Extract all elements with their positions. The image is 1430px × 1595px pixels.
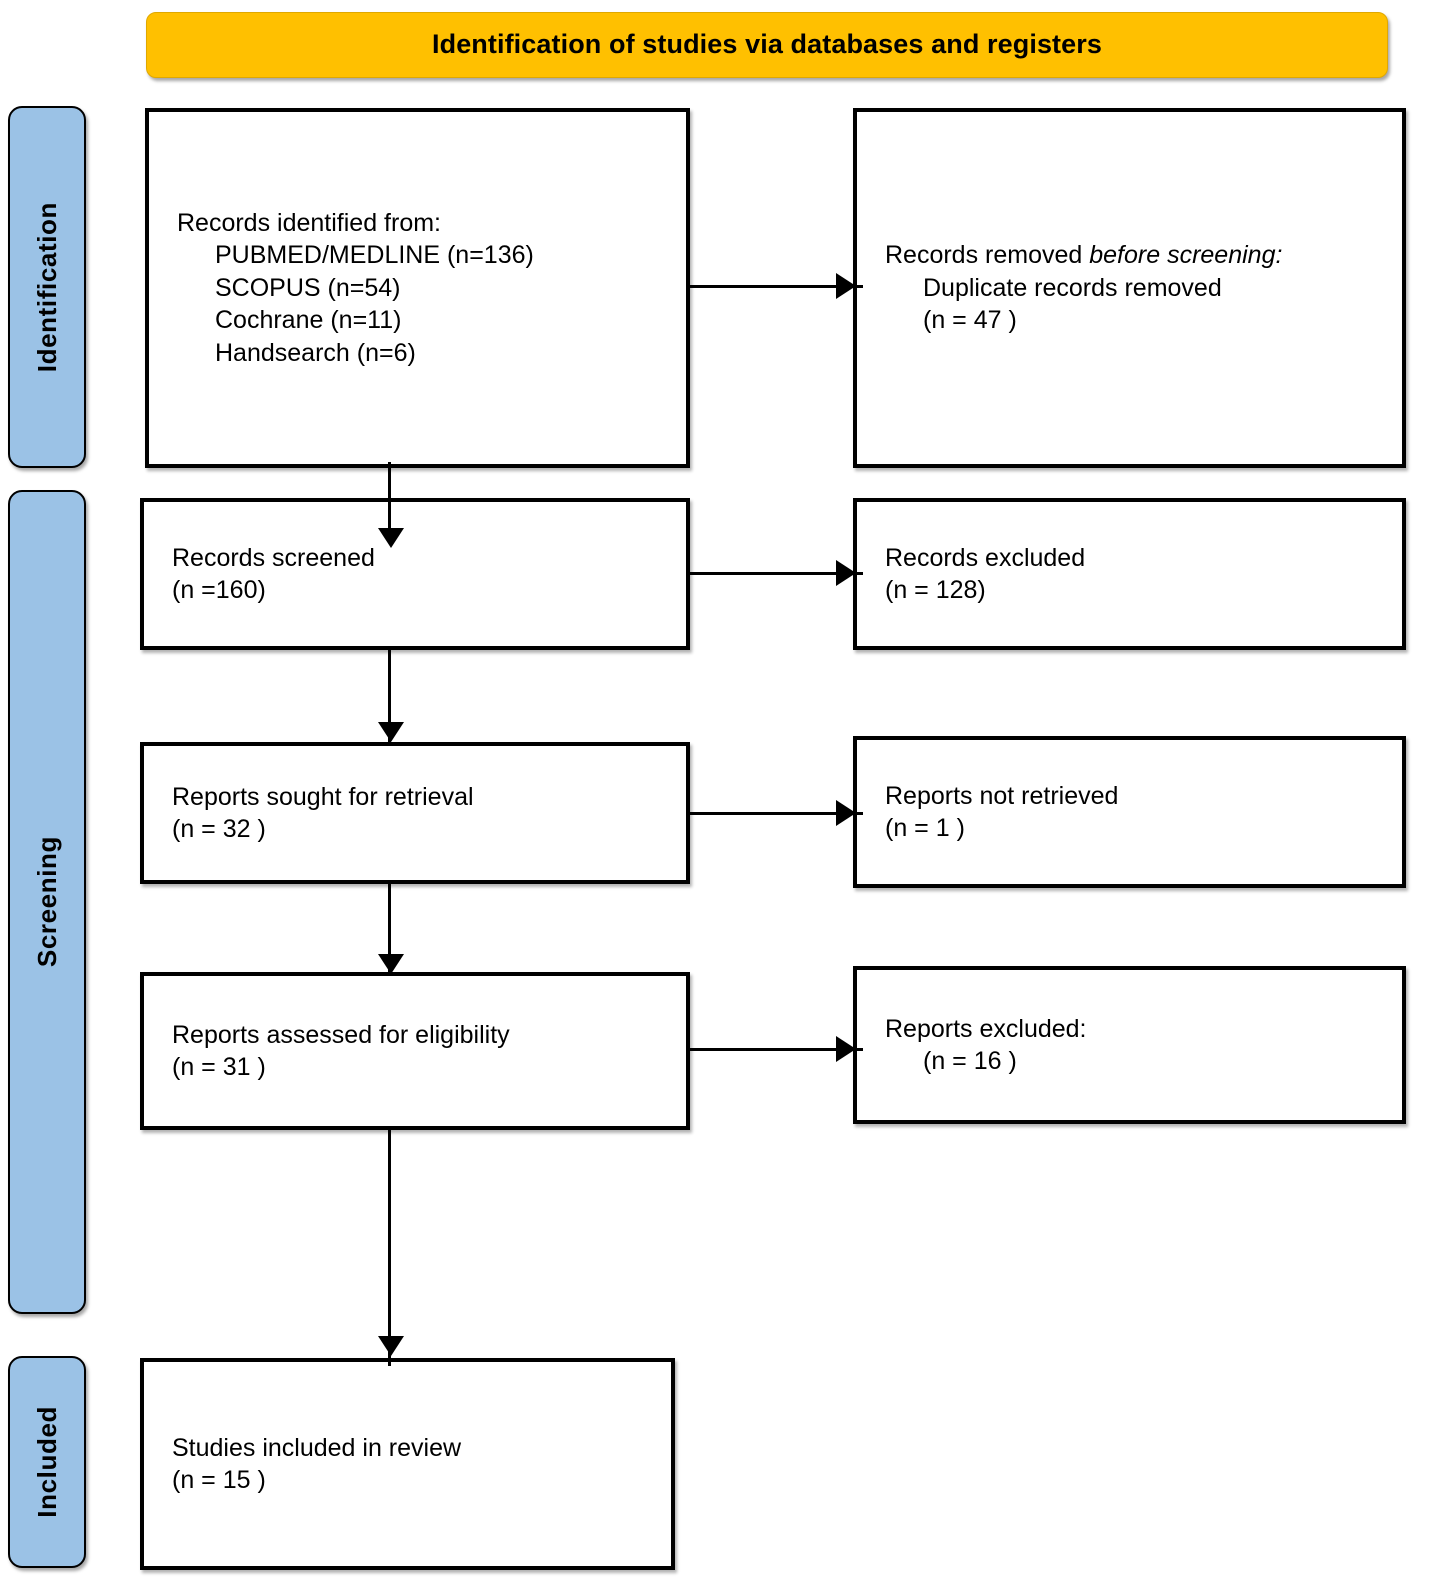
box-reports-sought-text: Reports sought for retrieval (n = 32 ) xyxy=(144,781,488,846)
box-records-removed-before-screening: Records removed before screening: Duplica… xyxy=(853,108,1406,468)
reports-assessed-count: (n = 31 ) xyxy=(172,1053,266,1081)
page-title: Identification of studies via databases … xyxy=(432,29,1102,60)
connector-sought-to-not-retrieved xyxy=(688,812,863,815)
box-records-screened: Records screened (n =160) xyxy=(140,498,690,650)
source-scopus: SCOPUS (n=54) xyxy=(215,273,401,302)
studies-included-label: Studies included in review xyxy=(172,1433,462,1462)
reports-not-retrieved-label: Reports not retrieved xyxy=(885,781,1119,810)
box-reports-assessed-text: Reports assessed for eligibility (n = 31 … xyxy=(144,1019,524,1084)
box-studies-included-text: Studies included in review (n = 15 ) xyxy=(144,1432,475,1497)
connector-assessed-to-included xyxy=(388,1128,391,1366)
source-cochrane: Cochrane (n=11) xyxy=(215,306,402,335)
box-records-screened-text: Records screened (n =160) xyxy=(144,542,389,607)
duplicate-records-detail: Duplicate records removed xyxy=(923,273,1222,302)
records-identified-heading: Records identified from: xyxy=(177,208,442,237)
arrow-down-icon xyxy=(378,954,404,974)
stage-label-identification: Identification xyxy=(31,201,62,373)
box-reports-excluded: Reports excluded: (n = 16 ) xyxy=(853,966,1406,1124)
records-excluded-count: (n = 128) xyxy=(885,576,986,604)
records-screened-label: Records screened xyxy=(172,543,375,572)
reports-assessed-label: Reports assessed for eligibility xyxy=(172,1020,510,1049)
records-removed-italic-colon: : xyxy=(1275,241,1283,270)
connector-screened-to-excluded xyxy=(688,572,863,575)
records-excluded-label: Records excluded xyxy=(885,543,1086,572)
reports-excluded-count: (n = 16 ) xyxy=(923,1047,1017,1075)
diagram-header-banner: Identification of studies via databases … xyxy=(146,12,1388,78)
records-removed-prefix: Records removed xyxy=(885,241,1090,270)
box-records-removed-text: Records removed before screening: Duplica… xyxy=(857,239,1296,337)
stage-label-included: Included xyxy=(31,1406,62,1518)
arrow-right-icon xyxy=(836,1036,856,1062)
reports-not-retrieved-count: (n = 1 ) xyxy=(885,814,965,842)
connector-identified-to-screened xyxy=(388,462,391,534)
arrow-down-icon xyxy=(378,528,404,548)
connector-assessed-to-reports-excluded xyxy=(688,1048,863,1051)
connector-sought-to-assessed xyxy=(388,882,391,974)
box-records-identified-text: Records identified from: PUBMED/MEDLINE (… xyxy=(149,207,548,370)
box-reports-sought-for-retrieval: Reports sought for retrieval (n = 32 ) xyxy=(140,742,690,884)
duplicate-records-count: (n = 47 ) xyxy=(923,306,1017,335)
box-reports-not-retrieved: Reports not retrieved (n = 1 ) xyxy=(853,736,1406,888)
box-records-identified: Records identified from: PUBMED/MEDLINE (… xyxy=(145,108,690,468)
records-removed-italic: before screening xyxy=(1089,241,1276,270)
box-reports-not-retrieved-text: Reports not retrieved (n = 1 ) xyxy=(857,780,1132,845)
stage-bar-included: Included xyxy=(8,1356,86,1568)
reports-excluded-label: Reports excluded: xyxy=(885,1014,1087,1043)
box-reports-excluded-text: Reports excluded: (n = 16 ) xyxy=(857,1013,1101,1078)
records-screened-count: (n =160) xyxy=(172,576,266,604)
box-studies-included-in-review: Studies included in review (n = 15 ) xyxy=(140,1358,675,1570)
arrow-down-icon xyxy=(378,722,404,742)
box-records-excluded: Records excluded (n = 128) xyxy=(853,498,1406,650)
source-handsearch: Handsearch (n=6) xyxy=(215,338,416,367)
reports-sought-label: Reports sought for retrieval xyxy=(172,782,474,811)
box-records-excluded-text: Records excluded (n = 128) xyxy=(857,542,1099,607)
arrow-down-icon xyxy=(378,1336,404,1356)
stage-bar-screening: Screening xyxy=(8,490,86,1314)
arrow-right-icon xyxy=(836,800,856,826)
stage-label-screening: Screening xyxy=(31,836,62,968)
arrow-right-icon xyxy=(836,560,856,586)
stage-bar-identification: Identification xyxy=(8,106,86,468)
box-reports-assessed-for-eligibility: Reports assessed for eligibility (n = 31 … xyxy=(140,972,690,1130)
reports-sought-count: (n = 32 ) xyxy=(172,815,266,843)
arrow-right-icon xyxy=(836,273,856,299)
source-pubmed: PUBMED/MEDLINE (n=136) xyxy=(215,241,534,270)
studies-included-count: (n = 15 ) xyxy=(172,1466,266,1494)
connector-screened-to-sought xyxy=(388,648,391,742)
connector-identified-to-removed xyxy=(688,285,863,288)
